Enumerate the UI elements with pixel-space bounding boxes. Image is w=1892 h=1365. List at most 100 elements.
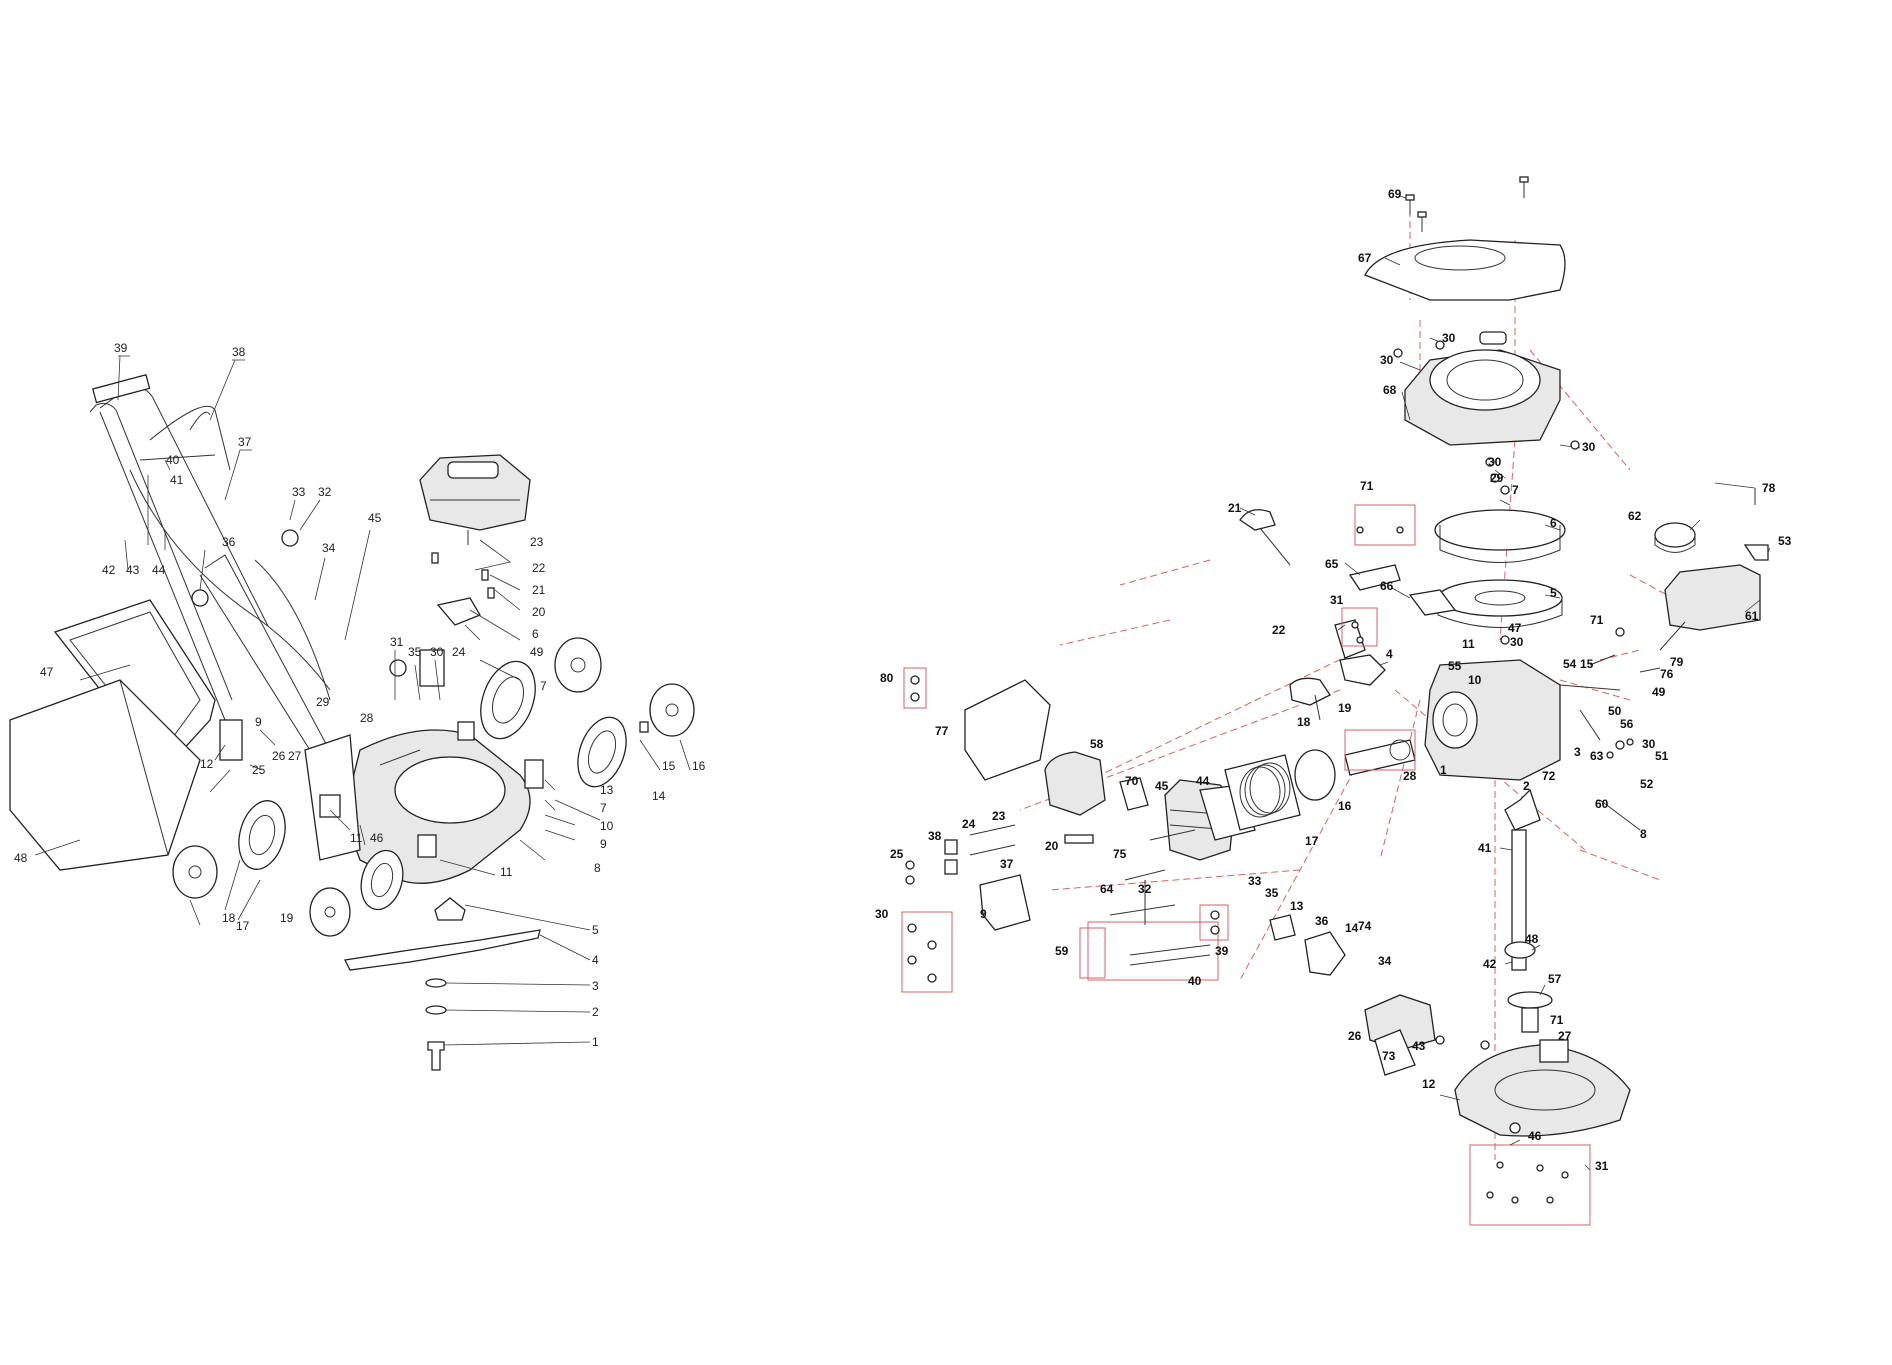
mower-label: 33 — [292, 485, 306, 499]
handle-grip — [92, 373, 151, 404]
engine-assembly: 69 67 30 30 68 30 30 29 7 6 5 71 21 65 6… — [875, 176, 1792, 1226]
mower-label: 11 — [350, 831, 363, 845]
engine-label: 68 — [1383, 383, 1397, 397]
engine-label: 16 — [1338, 799, 1352, 813]
engine-label: 49 — [1652, 685, 1666, 699]
fasteners — [905, 340, 1686, 1204]
mower-label: 7 — [600, 801, 607, 815]
upper-handle-left — [89, 402, 233, 701]
engine-label: 19 — [1338, 701, 1352, 715]
piston-rings — [1224, 754, 1301, 831]
mower-label: 40 — [166, 453, 180, 467]
engine-label: 56 — [1620, 717, 1634, 731]
engine-label: 70 — [1125, 774, 1139, 788]
piston — [1294, 749, 1336, 801]
mower-label: 13 — [600, 783, 614, 797]
deck-opening — [394, 756, 506, 824]
flywheel — [1437, 579, 1563, 617]
engine-label: 71 — [1550, 1013, 1564, 1027]
engine-label: 33 — [1248, 874, 1262, 888]
engine-label: 58 — [1090, 737, 1104, 751]
mower-label: 38 — [232, 345, 246, 359]
engine-label: 26 — [1348, 1029, 1362, 1043]
engine-label: 53 — [1778, 534, 1792, 548]
engine-label: 44 — [1196, 774, 1210, 788]
engine-label: 9 — [980, 907, 987, 921]
engine-label: 38 — [928, 829, 942, 843]
mower-label: 30 — [430, 645, 444, 659]
engine-label: 34 — [1378, 954, 1392, 968]
engine-label: 43 — [1412, 1039, 1426, 1053]
engine-label: 79 — [1670, 655, 1684, 669]
valve-cover — [979, 874, 1031, 931]
mower-label: 26 — [272, 749, 286, 763]
engine-label: 35 — [1265, 886, 1279, 900]
mower-label: 48 — [14, 851, 28, 865]
crank-gear — [1504, 941, 1536, 959]
engine-label: 3 — [1574, 745, 1581, 759]
flywheel-fan — [1434, 509, 1566, 551]
mower-label: 3 — [592, 979, 599, 993]
mower-label: 9 — [600, 837, 607, 851]
carburetor — [1304, 931, 1346, 976]
engine-label: 30 — [1642, 737, 1656, 751]
carb-gasket — [1269, 914, 1296, 941]
mower-label: 16 — [692, 759, 706, 773]
ignition-coil — [1339, 654, 1386, 686]
mower-label: 35 — [408, 645, 422, 659]
engine-label: 55 — [1448, 659, 1462, 673]
mower-label: 2 — [592, 1005, 599, 1019]
engine-label: 71 — [1360, 479, 1374, 493]
mower-label: 41 — [170, 473, 184, 487]
engine-label: 4 — [1386, 647, 1393, 661]
engine-label: 77 — [935, 724, 949, 738]
engine-label: 29 — [1490, 471, 1504, 485]
engine-label: 31 — [1330, 593, 1344, 607]
engine-label: 32 — [1138, 882, 1152, 896]
engine-label: 30 — [1488, 455, 1502, 469]
engine-label: 11 — [1462, 637, 1475, 651]
mower-label: 36 — [222, 535, 236, 549]
oil-sump-cover — [1454, 1044, 1631, 1137]
engine-label: 28 — [1403, 769, 1417, 783]
crankcase — [1424, 659, 1561, 781]
mower-label: 49 — [530, 645, 544, 659]
engine-label: 8 — [1640, 827, 1647, 841]
part-group-box — [903, 667, 927, 709]
mower-label: 44 — [152, 563, 166, 577]
mower-label: 7 — [540, 679, 547, 693]
engine-label: 80 — [880, 671, 894, 685]
engine-label: 62 — [1628, 509, 1642, 523]
engine-label: 59 — [1055, 944, 1069, 958]
engine-label: 13 — [1290, 899, 1304, 913]
engine-label: 73 — [1382, 1049, 1396, 1063]
engine-label: 30 — [1380, 353, 1394, 367]
mower-label: 37 — [238, 435, 252, 449]
screw-69 — [1405, 176, 1529, 232]
mower-label: 6 — [532, 627, 539, 641]
engine-label: 76 — [1660, 667, 1674, 681]
engine-label: 39 — [1215, 944, 1229, 958]
engine-label: 57 — [1548, 972, 1562, 986]
mower-label: 4 — [592, 953, 599, 967]
engine-label: 61 — [1745, 609, 1759, 623]
bracket — [419, 649, 445, 687]
engine-label: 1 — [1440, 763, 1447, 777]
wheel-rear-left-cap — [172, 845, 218, 899]
crankshaft — [1504, 788, 1541, 831]
mower-label: 24 — [452, 645, 466, 659]
air-filter-housing — [1364, 994, 1436, 1051]
engine-label: 24 — [962, 817, 976, 831]
engine-label: 51 — [1655, 749, 1669, 763]
engine-label: 18 — [1297, 715, 1311, 729]
engine-label: 23 — [992, 809, 1006, 823]
mower-label: 11 — [500, 865, 513, 879]
engine-label: 42 — [1483, 957, 1497, 971]
engine-label: 48 — [1525, 932, 1539, 946]
blade-bolt — [427, 1041, 445, 1071]
mower-label: 18 — [222, 911, 236, 925]
engine-label: 2 — [1523, 779, 1530, 793]
mower-label: 42 — [102, 563, 116, 577]
engine-label: 27 — [1558, 1029, 1572, 1043]
engine-label: 21 — [1228, 501, 1242, 515]
